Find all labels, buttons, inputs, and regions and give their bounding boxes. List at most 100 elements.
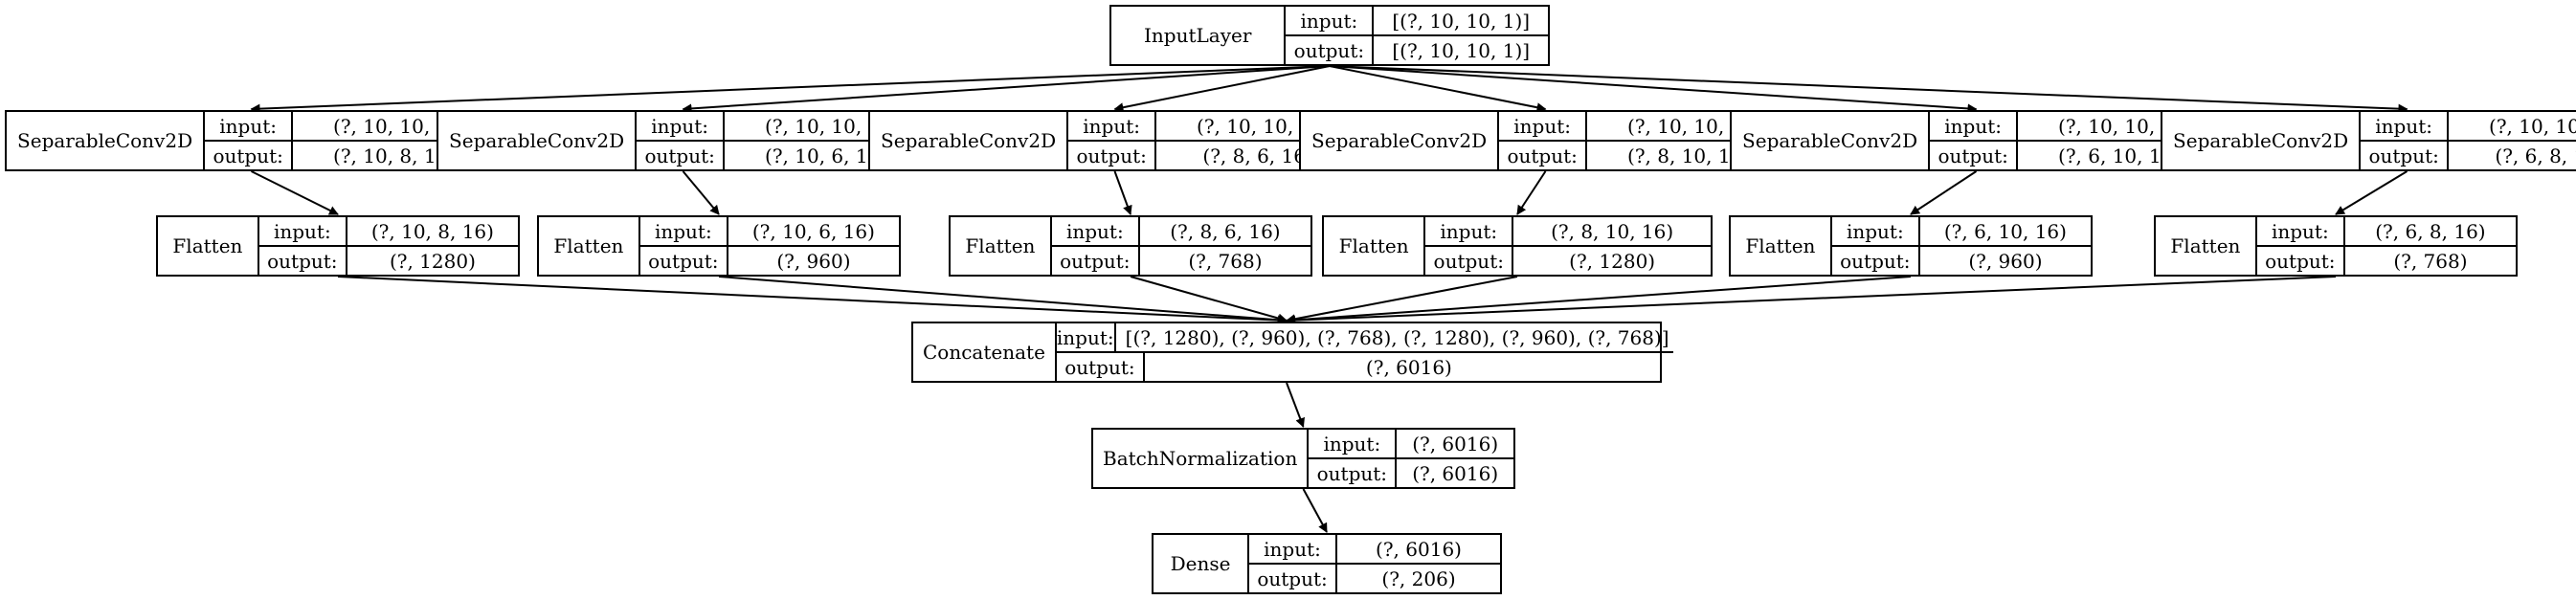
output-shape: (?, 8, 10, 16) [1627,144,1751,167]
input-row: input:(?, 6, 10, 16) [1831,217,2091,247]
layer-name: Flatten [539,217,640,275]
input-label: input: [640,217,728,245]
input-row: input:(?, 10, 10, 1) [2361,112,2576,142]
output-shape: (?, 1280) [1569,249,1656,273]
output-shape: (?, 206) [1381,567,1456,590]
input-shape: (?, 10, 10, 1) [1627,114,1751,138]
output-label: output: [640,247,728,275]
output-shape: (?, 10, 8, 16) [333,144,457,167]
input-row: input:(?, 10, 10, 1) [1068,112,1359,142]
input-label: input: [1052,217,1140,245]
output-shape: (?, 6016) [1365,355,1452,379]
layer-name: SeparableConv2D [1301,112,1500,169]
output-label: output: [1832,247,1920,275]
edge-sepconv_2-to-flatten_2 [682,170,720,215]
edge-flatten_5-to-concatenate [1286,276,1912,325]
layer-name: BatchNormalization [1093,430,1310,487]
layer-name: SeparableConv2D [7,112,206,169]
output-row: output: (?, 8, 6, 16) [1068,142,1359,169]
edge-flatten_4-to-concatenate [1286,276,1518,324]
output-row: output:(?, 960) [1832,247,2091,275]
layer-name: Flatten [2156,217,2257,275]
input-label: input: [1499,112,1588,140]
input-label: input: [1057,323,1116,351]
input-shape: [(?, 1280), (?, 960), (?, 768), (?, 1280… [1125,325,1669,349]
edge-input_layer-to-sepconv_5 [1329,65,1978,114]
edge-flatten_3-to-concatenate [1130,276,1288,323]
output-row: output:(?, 206) [1249,565,1500,592]
output-shape: (?, 10, 6, 16) [765,144,888,167]
output-row: output: (?, 8, 10, 16) [1499,142,1790,169]
output-shape: (?, 6016) [1412,461,1499,485]
output-label: output: [1286,36,1375,64]
output-label: output: [1425,247,1514,275]
edge-input_layer-to-sepconv_2 [682,65,1331,114]
output-label: output: [1499,142,1588,169]
input-label: input: [1309,430,1398,457]
layer-name: SeparableConv2D [870,112,1069,169]
output-shape: (?, 6, 8, 16) [2495,144,2576,167]
output-row: output: (?, 1280) [1425,247,1711,275]
output-shape: (?, 8, 6, 16) [1202,144,1313,167]
output-row: output:(?, 6, 10, 16) [1930,142,2221,169]
input-row: input: (?, 10, 10, 1) [1499,112,1790,142]
input-row: input:(?, 8, 10, 16) [1425,217,1711,247]
input-label: input: [637,112,726,140]
output-label: output: [1052,247,1140,275]
output-label: output: [259,247,347,275]
layer-name: Flatten [1731,217,1832,275]
edge-sepconv_3-to-flatten_3 [1113,170,1132,215]
input-shape: (?, 6, 8, 16) [2375,219,2486,243]
input-shape: (?, 10, 10, 1) [1197,114,1320,138]
input-shape: (?, 10, 8, 16) [370,219,494,243]
edge-input_layer-to-sepconv_3 [1113,65,1331,113]
input-shape: (?, 10, 10, 1) [2489,114,2576,138]
input-row: input: (?, 6, 8, 16) [2256,217,2516,247]
layer-name: SeparableConv2D [438,112,638,169]
output-row: output:[(?, 10, 10, 1)] [1286,36,1548,64]
input-shape: (?, 10, 6, 16) [751,219,875,243]
output-label: output: [1930,142,2019,169]
input-label: input: [1286,7,1375,34]
input-row: input: (?, 10, 10, 1) [205,112,496,142]
output-row: output:(?, 960) [640,247,899,275]
output-row: output:(?, 768) [2257,247,2516,275]
layer-name: Concatenate [913,323,1057,381]
edge-sepconv_5-to-flatten_5 [1910,170,1978,215]
layer-name: SeparableConv2D [1732,112,1931,169]
output-shape: (?, 1280) [389,249,476,273]
output-label: output: [1068,142,1157,169]
input-shape: (?, 6, 10, 16) [1943,219,2067,243]
input-row: input:(?, 10, 8, 16) [258,217,518,247]
input-shape: (?, 8, 6, 16) [1170,219,1281,243]
input-shape: (?, 10, 10, 1) [765,114,888,138]
output-label: output: [205,142,294,169]
output-shape: (?, 768) [1188,249,1263,273]
edge-concatenate-to-batchnorm [1286,382,1305,428]
edge-flatten_1-to-concatenate [337,276,1288,325]
output-row: output: (?, 1280) [259,247,518,275]
input-shape: (?, 6016) [1376,537,1462,561]
input-shape: (?, 10, 10, 1) [333,114,457,138]
output-shape: (?, 768) [2393,249,2468,273]
input-label: input: [2257,217,2345,245]
output-row: output:(?, 6016) [1057,353,1673,381]
layer-name: Flatten [158,217,259,275]
input-label: input: [205,112,294,140]
layer-name: Dense [1154,535,1250,592]
edge-input_layer-to-sepconv_1 [250,65,1331,114]
input-row: input:(?, 6016) [1309,430,1513,459]
